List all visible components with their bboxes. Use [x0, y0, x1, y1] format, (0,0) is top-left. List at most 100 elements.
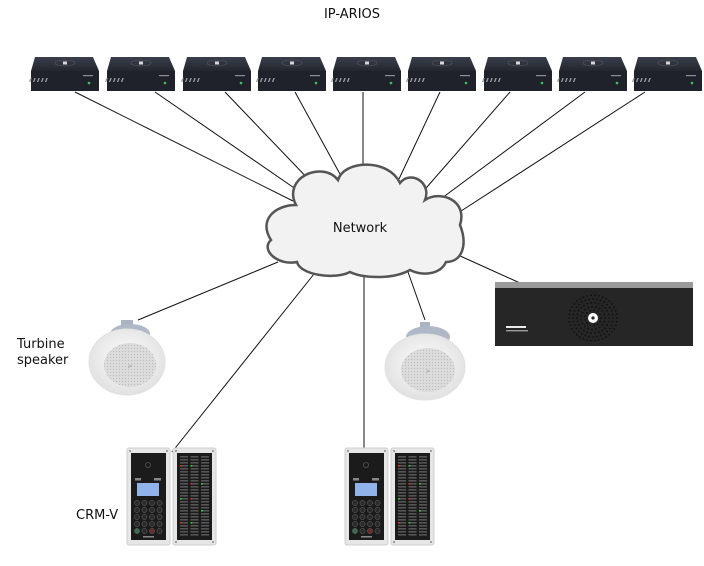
crm-v-call-button: [190, 498, 199, 500]
edge-ip-arios-3: [224, 91, 314, 185]
crm-v-call-button: [201, 519, 209, 521]
crm-v-call-button: [201, 489, 209, 491]
crm-v-call-button: [408, 498, 417, 500]
crm-v-call-button: [398, 459, 406, 461]
crm-v-call-button: [190, 471, 199, 473]
crm-v-label: CRM-V: [76, 508, 119, 523]
edge-crm-v-1: [171, 273, 315, 453]
crm-v-call-button: [408, 468, 417, 470]
status-led-icon: [314, 81, 318, 85]
ip-arios-logo-icon: [516, 61, 520, 65]
crm-v-call-button: [398, 477, 406, 479]
crm-v-call-button: [408, 525, 417, 527]
crm-v-call-button: [419, 522, 427, 524]
crm-v-call-button: [201, 459, 209, 461]
crm-v-call-button: [408, 504, 417, 506]
crm-v-call-button: [419, 516, 427, 518]
crm-v-call-button: [398, 510, 406, 512]
crm-v-call-button: [408, 477, 417, 479]
crm-v-key: [359, 507, 366, 513]
crm-v-call-button: [190, 480, 199, 482]
crm-v-call-button: [180, 486, 188, 488]
crm-v-call-button: [408, 534, 417, 536]
ip-arios-logo-icon: [215, 61, 219, 65]
crm-v-key: [141, 514, 148, 520]
crm-v-call-button: [398, 456, 406, 458]
crm-v-call-button: [201, 480, 209, 482]
crm-v-call-button: [408, 495, 417, 497]
crm-v-call-button: [408, 465, 417, 467]
ip-arios-logo-icon: [365, 61, 369, 65]
crm-v-key: [156, 514, 163, 520]
crm-v-call-button: [180, 462, 188, 464]
crm-v-call-button: [419, 513, 427, 515]
crm-v-call-button: [180, 531, 188, 533]
cloud-shape: [265, 163, 465, 279]
svg-text:>: >: [127, 363, 132, 370]
crm-v-call-button: [180, 528, 188, 530]
crm-v-call-button: [201, 471, 209, 473]
crm-v-call-button: [190, 477, 199, 479]
crm-v-call-button: [180, 468, 188, 470]
crm-v-call-button: [419, 477, 427, 479]
crm-v-call-button: [398, 492, 406, 494]
crm-v-call-button: [201, 510, 209, 512]
crm-v-key: [134, 514, 140, 520]
crm-v-call-button: [201, 513, 209, 515]
crm-v-call-button: [201, 456, 209, 458]
crm-v-call-button: [419, 483, 427, 485]
crm-v-call-button: [190, 462, 199, 464]
crm-v-call-button: [201, 495, 209, 497]
crm-v-call-button: [180, 513, 188, 515]
crm-v-call-button: [398, 516, 406, 518]
crm-v-call-button: [190, 495, 199, 497]
network-cloud: [265, 163, 465, 279]
crm-v-call-button: [190, 534, 199, 536]
ip-arios-1: [28, 57, 99, 91]
crm-v-call-button: [398, 501, 406, 503]
crm-v-key: [367, 528, 373, 534]
crm-v-key: [149, 514, 155, 520]
crm-v-call-button: [180, 459, 188, 461]
crm-v-call-button: [419, 531, 427, 533]
crm-v-key: [359, 514, 366, 520]
ip-arios-2: [104, 57, 175, 91]
crm-v-call-button: [190, 492, 199, 494]
amplifier-speaker-grille: [568, 294, 618, 342]
crm-v-call-button: [201, 483, 209, 485]
crm-v-call-button: [190, 489, 199, 491]
crm-v-call-button: [201, 477, 209, 479]
crm-v-call-button: [408, 474, 417, 476]
crm-v-call-button: [201, 516, 209, 518]
status-led-icon: [239, 81, 243, 85]
ip-arios-logo-icon: [591, 61, 595, 65]
ip-arios-units: [28, 57, 702, 91]
crm-v-call-button: [190, 504, 199, 506]
crm-v-call-button: [180, 480, 188, 482]
crm-v-key: [352, 507, 358, 513]
crm-v-call-button: [408, 528, 417, 530]
crm-v-call-button: [398, 513, 406, 515]
crm-v-call-button: [419, 534, 427, 536]
crm-v-call-button: [398, 465, 406, 467]
crm-v-call-button: [419, 459, 427, 461]
crm-v-1: [126, 447, 217, 546]
crm-v-call-button: [398, 480, 406, 482]
crm-v-call-button: [190, 501, 199, 503]
crm-v-call-button: [408, 483, 417, 485]
status-led-icon: [540, 81, 544, 85]
crm-v-call-button: [398, 504, 406, 506]
crm-v-call-button: [201, 504, 209, 506]
crm-v-key: [156, 507, 163, 513]
crm-v-call-button: [190, 456, 199, 458]
crm-v-call-button: [190, 513, 199, 515]
crm-v-call-button: [190, 486, 199, 488]
status-led-icon: [690, 81, 694, 85]
crm-v-key: [149, 528, 155, 534]
crm-v-call-button: [190, 531, 199, 533]
crm-v-call-button: [190, 459, 199, 461]
edge-ip-arios-9: [457, 91, 646, 214]
crm-v-call-button: [180, 519, 188, 521]
crm-v-call-button: [190, 516, 199, 518]
crm-v-key: [149, 500, 155, 506]
